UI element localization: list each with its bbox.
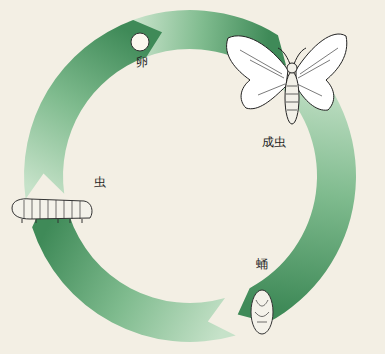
cycle-ring (24, 10, 356, 342)
egg-figure (131, 33, 149, 51)
stage-label: 卵 (136, 56, 148, 69)
stage-label: 蛹 (256, 258, 268, 271)
cycle-arrow (32, 199, 236, 342)
pupa-figure (251, 290, 273, 334)
larva-figure (12, 199, 92, 223)
cycle-arrow (24, 20, 162, 199)
butterfly-figure (227, 34, 347, 124)
stage-label: 虫 (94, 176, 106, 189)
stage-label: 成虫 (262, 136, 286, 149)
